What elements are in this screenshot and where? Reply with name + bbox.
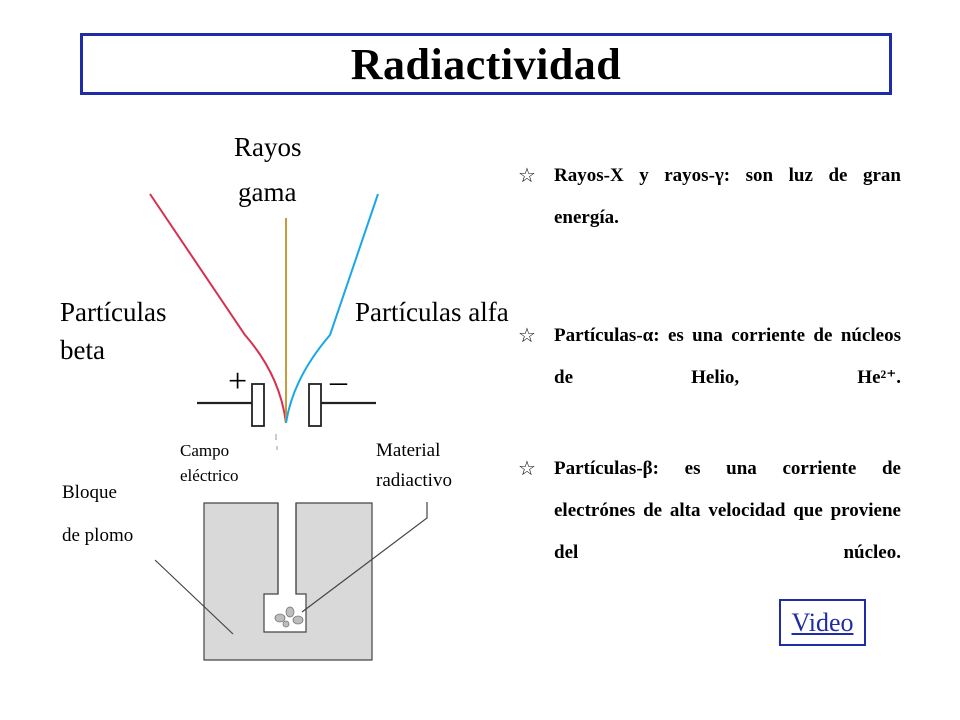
gamma-label-line1: Rayos [234, 132, 302, 162]
star-bullet-icon: ☆ [518, 458, 536, 480]
material-label-line1: Material [376, 440, 441, 461]
page-title: Radiactividad [350, 39, 622, 89]
star-bullet-icon: ☆ [518, 165, 536, 187]
material-pointer-line [301, 502, 428, 613]
video-button-label: Video [791, 607, 854, 637]
lead-channel [277, 503, 297, 594]
beta-label-line1: Partículas [60, 297, 167, 327]
minus-sign: – [330, 363, 347, 400]
right-plate [308, 383, 376, 427]
beta-label-line2: beta [60, 335, 105, 365]
bullet-xray-gamma: ☆ Rayos-X y rayos-γ: son luz de gran ene… [518, 155, 901, 281]
bullet-text: Partículas-α: es una corriente de núcleo… [554, 325, 901, 388]
bullet-alpha: ☆ Partículas-α: es una corriente de núcl… [518, 315, 901, 441]
beta-ray [149, 193, 287, 424]
bullet-text: Partículas-β: es una corriente de electr… [554, 458, 901, 563]
radioactive-material [274, 606, 304, 628]
alpha-label: Partículas alfa [355, 297, 509, 327]
title-box: Radiactividad [80, 33, 892, 95]
block-label-line2: de plomo [62, 525, 134, 546]
bullet-text: Rayos-X y rayos-γ: son luz de gran energ… [554, 165, 901, 228]
alpha-ray [285, 193, 379, 424]
video-button[interactable]: Video [779, 599, 866, 646]
material-label-line2: radiactivo [376, 470, 452, 491]
left-plate [197, 383, 265, 427]
bullet-beta: ☆ Partículas-β: es una corriente de elec… [518, 448, 901, 616]
star-bullet-icon: ☆ [518, 325, 536, 347]
block-label-line1: Bloque [62, 482, 117, 503]
field-label-line2: eléctrico [180, 466, 239, 485]
plus-sign: + [228, 363, 248, 400]
lead-block [203, 502, 373, 661]
block-pointer-line [154, 559, 234, 635]
gamma-label-line2: gama [238, 177, 297, 207]
field-label-line1: Campo [180, 441, 230, 460]
beam-trace [275, 434, 278, 450]
